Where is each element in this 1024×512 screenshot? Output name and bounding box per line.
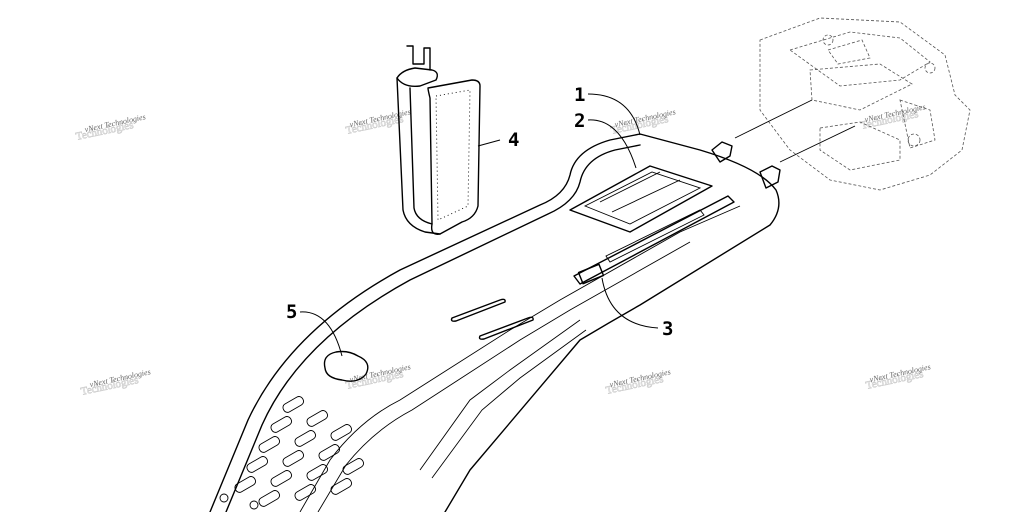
decal-part-1 xyxy=(569,165,713,233)
callout-2: 2 xyxy=(574,110,585,132)
decal-part-3 xyxy=(573,195,735,285)
connector-studs xyxy=(711,141,781,189)
watermark-1: Technologies vNext Technologies xyxy=(75,112,147,143)
watermark-6: Technologies vNext Technologies xyxy=(344,362,411,392)
watermark-5: Technologies vNext Technologies xyxy=(80,367,152,398)
watermark-group: Technologies vNext Technologies Technolo… xyxy=(75,102,932,398)
callout-1: 1 xyxy=(574,84,585,106)
leader-lines xyxy=(299,93,659,357)
watermark-2: Technologies vNext Technologies xyxy=(344,107,411,137)
part-4-heat-shield xyxy=(396,45,481,235)
module-ghost-outline xyxy=(759,17,971,191)
part-main-chassis xyxy=(209,133,781,512)
callout-5: 5 xyxy=(286,301,297,323)
part-5-pad xyxy=(323,350,369,382)
watermark-7: Technologies vNext Technologies xyxy=(604,367,671,397)
vent-slots xyxy=(219,396,365,510)
callout-3: 3 xyxy=(662,318,673,340)
watermark-3: Technologies vNext Technologies xyxy=(609,107,676,137)
watermark-4: Technologies vNext Technologies xyxy=(859,102,926,132)
callout-4: 4 xyxy=(508,129,519,151)
watermark-8: Technologies vNext Technologies xyxy=(864,362,931,392)
callout-labels: 1 2 3 4 5 xyxy=(286,84,673,340)
